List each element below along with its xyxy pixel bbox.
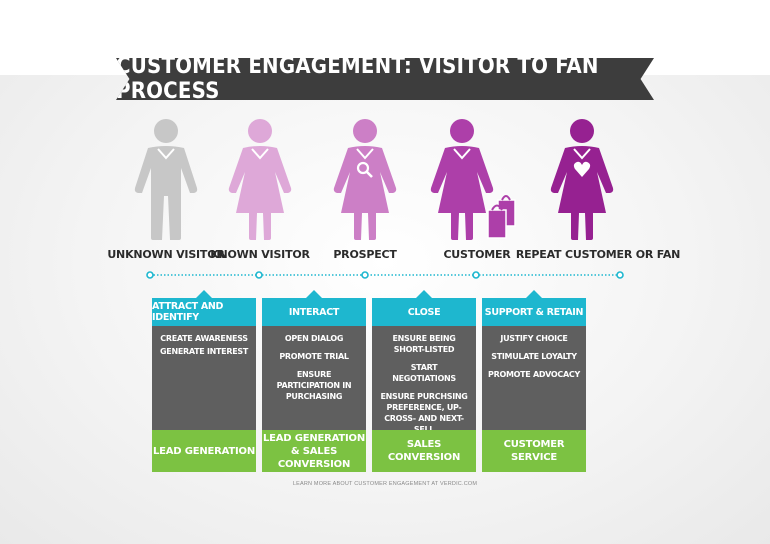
box-pointer <box>306 290 322 298</box>
phase-body: JUSTIFY CHOICE STIMULATE LOYALTY PROMOTE… <box>482 326 586 430</box>
person-icon <box>134 119 198 240</box>
timeline-dot <box>361 271 369 279</box>
timeline <box>146 271 624 279</box>
stage-label-known-visitor: KNOWN VISITOR <box>210 248 310 261</box>
phase-interact: INTERACT OPEN DIALOG PROMOTE TRIAL ENSUR… <box>262 290 366 472</box>
phase-header: CLOSE <box>372 298 476 326</box>
phase-item: JUSTIFY CHOICE <box>500 334 568 343</box>
phase-item: ENSURE PARTICIPATION IN PURCHASING <box>276 370 352 401</box>
stage-label-prospect: PROSPECT <box>333 248 397 261</box>
phase-body: ENSURE BEING SHORT-LISTED START NEGOTIAT… <box>372 326 476 434</box>
stage-label-customer: CUSTOMER <box>443 248 511 261</box>
phase-item: ENSURE BEING SHORT-LISTED <box>392 334 456 354</box>
phase-footer: CUSTOMER SERVICE <box>482 430 586 472</box>
timeline-dot <box>146 271 154 279</box>
phase-item: GENERATE INTEREST <box>160 347 248 356</box>
person-magnifier-icon <box>333 119 397 240</box>
phase-item: PROMOTE ADVOCACY <box>488 370 580 379</box>
phase-support-retain: SUPPORT & RETAIN JUSTIFY CHOICE STIMULAT… <box>482 290 586 472</box>
phase-item: OPEN DIALOG <box>284 334 344 343</box>
person-heart-icon <box>550 119 614 240</box>
phase-header: SUPPORT & RETAIN <box>482 298 586 326</box>
box-pointer <box>416 290 432 298</box>
person-shopping-bags-icon <box>430 119 516 240</box>
phase-item: CREATE AWARENESS <box>160 334 248 343</box>
phase-close: CLOSE ENSURE BEING SHORT-LISTED START NE… <box>372 290 476 472</box>
phase-item: PROMOTE TRIAL <box>279 352 349 361</box>
phase-item: STIMULATE LOYALTY <box>491 352 577 361</box>
footer-note: LEARN MORE ABOUT CUSTOMER ENGAGEMENT AT … <box>292 481 478 487</box>
page-title: CUSTOMER ENGAGEMENT: VISITOR TO FAN PROC… <box>116 58 654 100</box>
timeline-dot <box>616 271 624 279</box>
phase-body: CREATE AWARENESS GENERATE INTEREST <box>152 326 256 430</box>
stage-label-unknown-visitor: UNKNOWN VISITOR <box>107 248 225 261</box>
phase-header: ATTRACT AND IDENTIFY <box>152 298 256 326</box>
phase-footer: LEAD GENERATION <box>152 430 256 472</box>
box-pointer <box>196 290 212 298</box>
stage-label-repeat-customer: REPEAT CUSTOMER OR FAN <box>515 248 681 261</box>
phase-footer: LEAD GENERATION & SALES CONVERSION <box>262 430 366 472</box>
phase-item: ENSURE PURCHSING PREFERENCE, UP- CROSS- … <box>380 392 468 434</box>
box-pointer <box>526 290 542 298</box>
phase-footer: SALES CONVERSION <box>372 430 476 472</box>
person-icon <box>228 119 292 240</box>
phase-item: START NEGOTIATIONS <box>392 363 456 383</box>
phase-header: INTERACT <box>262 298 366 326</box>
phase-attract-identify: ATTRACT AND IDENTIFY CREATE AWARENESS GE… <box>152 290 256 472</box>
timeline-dot <box>472 271 480 279</box>
phase-body: OPEN DIALOG PROMOTE TRIAL ENSURE PARTICI… <box>262 326 366 430</box>
timeline-dot <box>255 271 263 279</box>
